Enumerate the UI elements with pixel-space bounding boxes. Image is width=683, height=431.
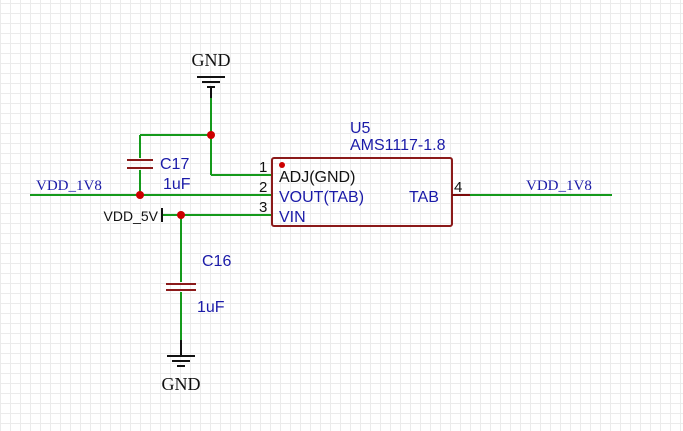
junction-gnd-top <box>207 131 215 139</box>
c16-ref: C16 <box>202 253 231 270</box>
ic-value: AMS1117-1.8 <box>350 137 446 154</box>
capacitor-c16[interactable] <box>166 283 196 291</box>
gnd-top-label: GND <box>192 50 231 70</box>
ic-body <box>271 157 453 227</box>
gnd-symbol-top[interactable] <box>197 76 225 98</box>
vdd-1v8-right-label: VDD_1V8 <box>526 178 592 194</box>
c17-value: 1uF <box>163 176 191 193</box>
c17-ref: C17 <box>160 156 189 173</box>
junction-vdd-5v <box>177 211 185 219</box>
pin-1-number: 1 <box>259 159 267 176</box>
pin-4-name: TAB <box>409 189 439 206</box>
c16-value: 1uF <box>197 299 225 316</box>
gnd-symbol-bottom[interactable] <box>167 340 195 367</box>
junction-vdd-1v8 <box>136 191 144 199</box>
gnd-bottom-label: GND <box>162 374 201 394</box>
pin-1-name: ADJ(GND) <box>279 169 355 186</box>
pin-2-name: VOUT(TAB) <box>279 189 364 206</box>
pin1-marker <box>279 162 285 168</box>
capacitor-c17[interactable] <box>127 159 153 169</box>
pin-3-name: VIN <box>279 209 306 226</box>
ic-ref: U5 <box>350 120 371 137</box>
vdd-1v8-left-label: VDD_1V8 <box>36 178 102 194</box>
pin-2-number: 2 <box>259 179 267 196</box>
ic-u5[interactable] <box>271 157 470 227</box>
vdd-5v-label: VDD_5V <box>104 208 159 224</box>
pin-3-number: 3 <box>259 199 267 216</box>
pin-4-number: 4 <box>454 179 462 196</box>
